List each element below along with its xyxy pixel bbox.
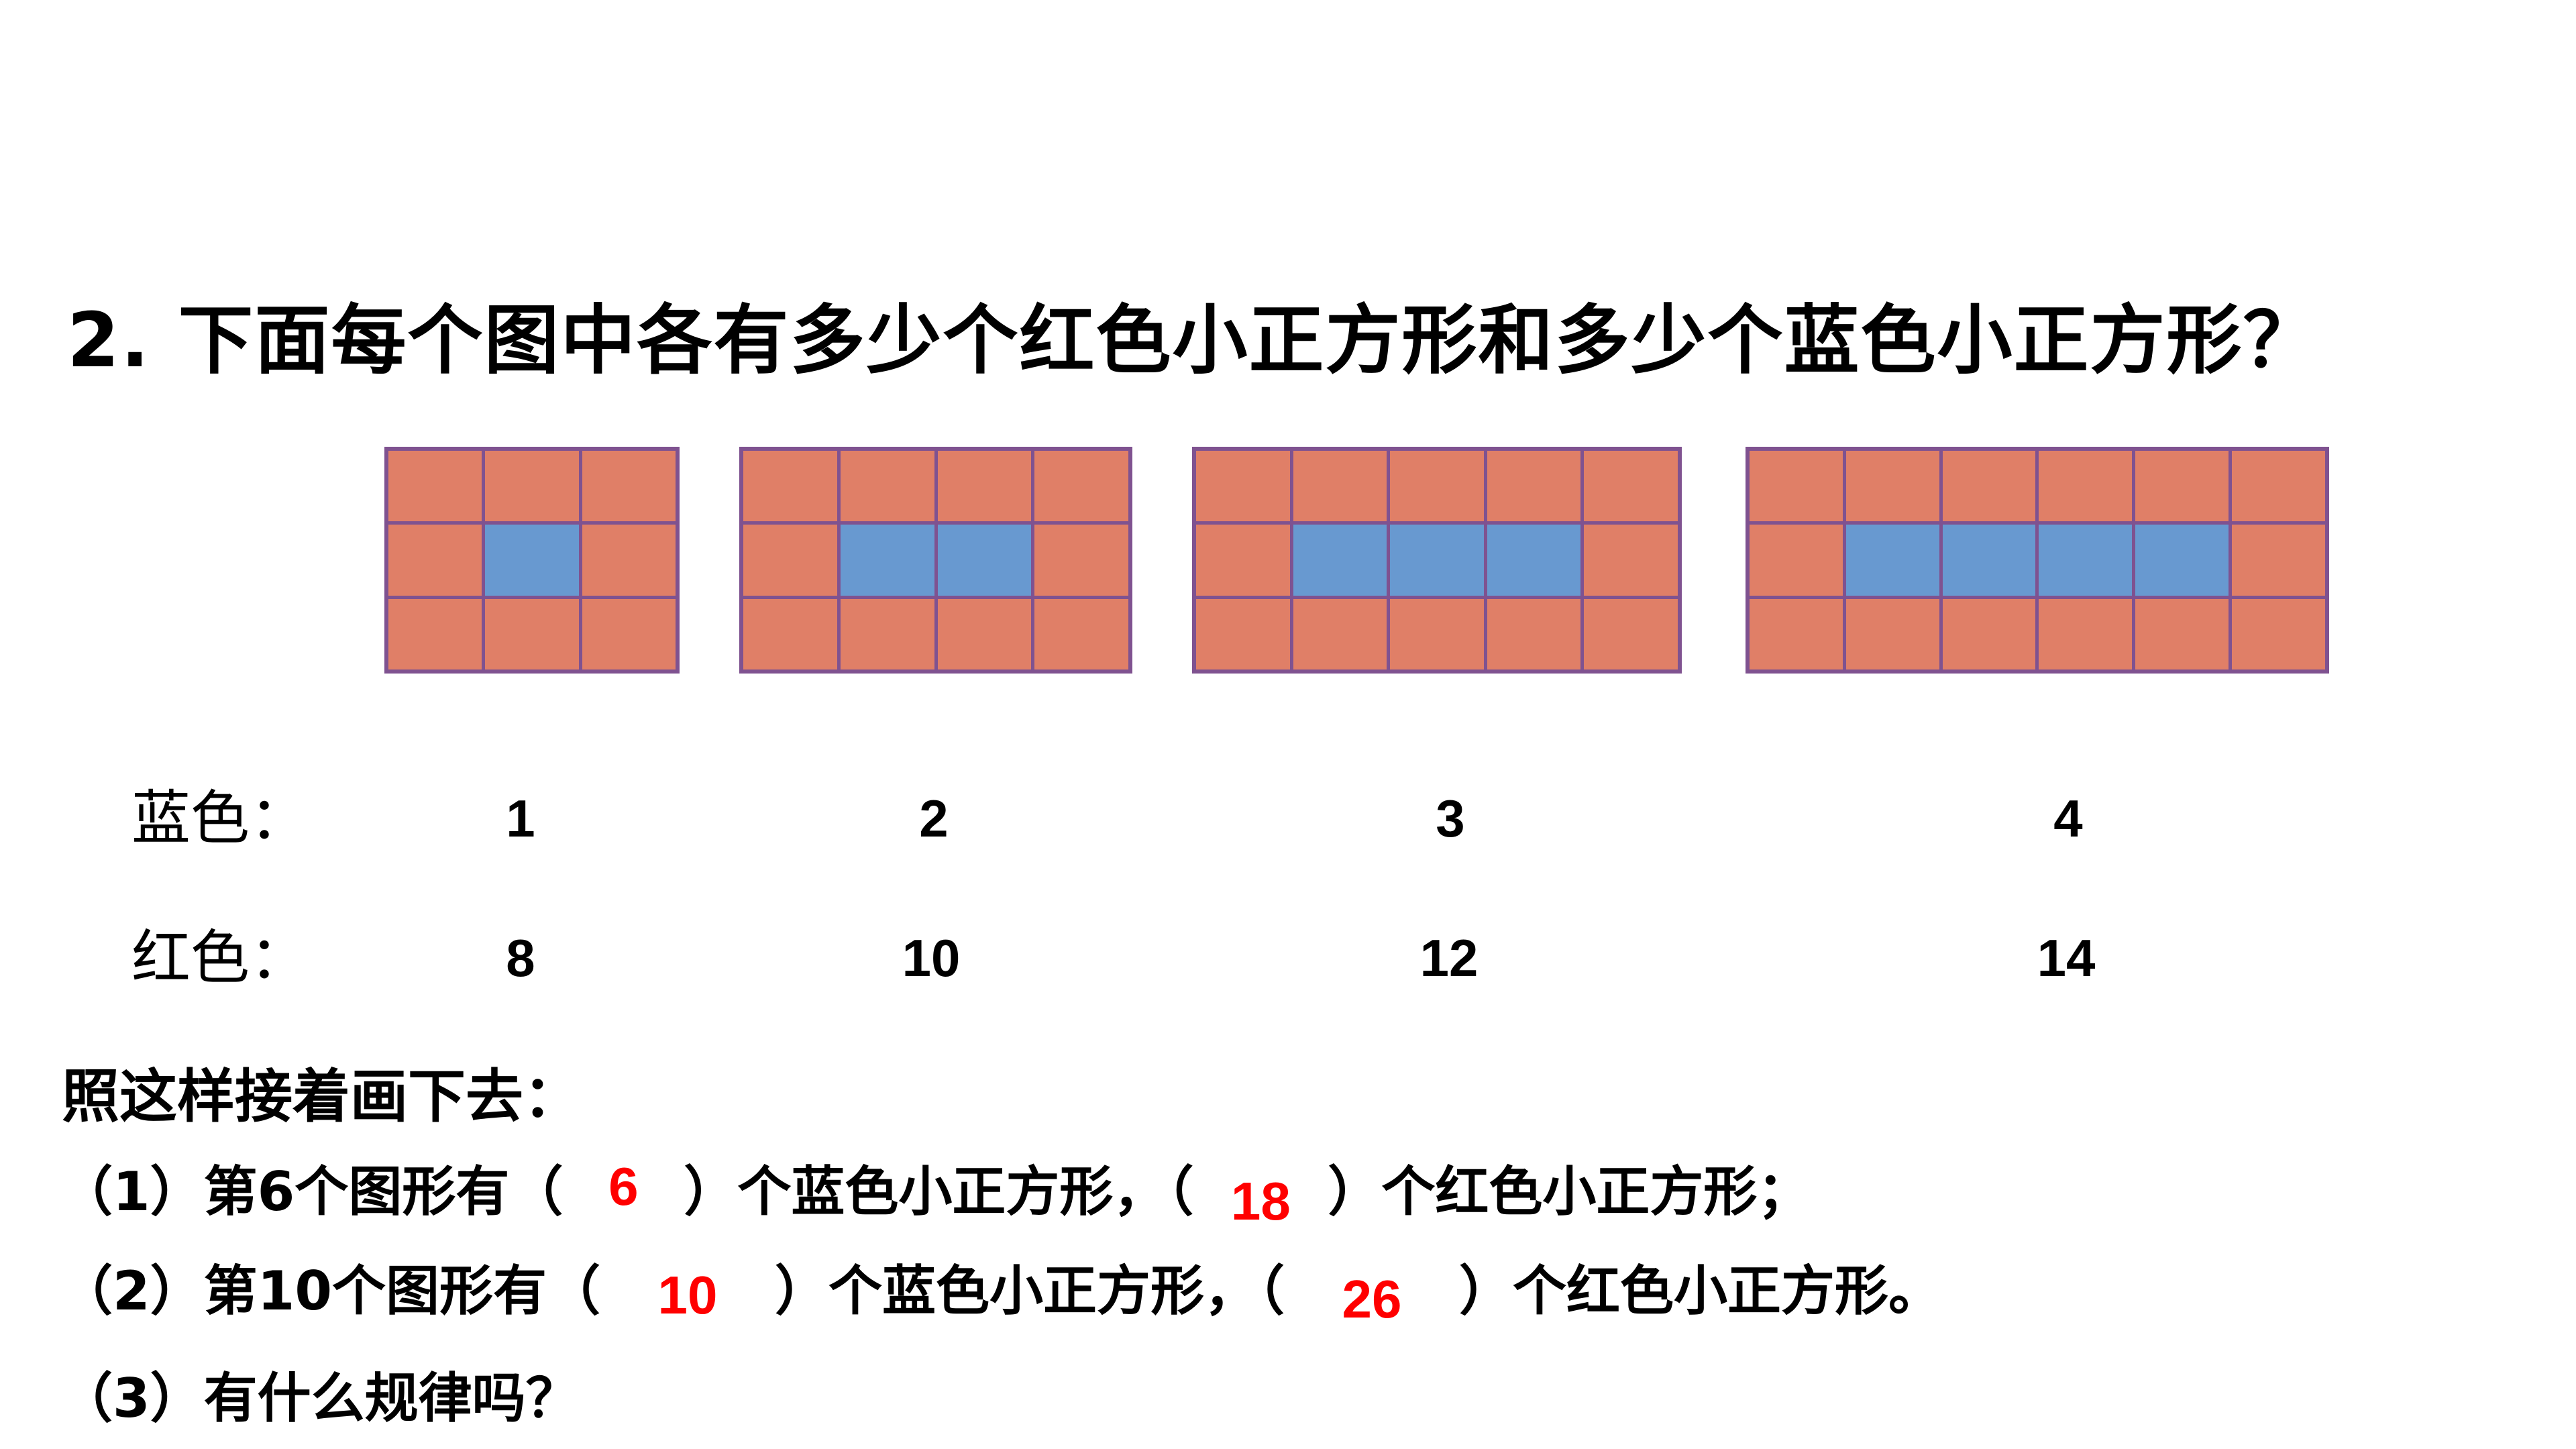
question-2-middle: ）个蓝色小正方形，（ bbox=[775, 1260, 1285, 1322]
figure-2-grid bbox=[739, 447, 1132, 674]
red-square bbox=[2039, 598, 2133, 669]
red-square bbox=[743, 525, 837, 596]
blue-square bbox=[1845, 525, 1939, 596]
red-square bbox=[1750, 598, 1843, 669]
question-2: （2）第10个图形有（ 10 ）个蓝色小正方形，（ 26 ）个红色小正方形。 bbox=[59, 1254, 1942, 1329]
red-square bbox=[1487, 598, 1581, 669]
red-square bbox=[1584, 451, 1678, 522]
red-square bbox=[937, 451, 1032, 522]
red-square bbox=[388, 451, 482, 522]
red-square bbox=[582, 525, 676, 596]
red-square bbox=[1750, 451, 1843, 522]
red-square bbox=[388, 598, 482, 669]
blue-square bbox=[937, 525, 1032, 596]
red-square bbox=[2232, 451, 2325, 522]
figure-3-grid bbox=[1192, 447, 1682, 674]
red-square bbox=[743, 451, 837, 522]
blue-square bbox=[840, 525, 934, 596]
red-square bbox=[743, 598, 837, 669]
red-count-figure-1: 8 bbox=[506, 928, 535, 987]
red-square bbox=[1293, 598, 1387, 669]
red-square bbox=[1034, 451, 1128, 522]
blue-square bbox=[2039, 525, 2133, 596]
question-1-suffix: ）个红色小正方形； bbox=[1328, 1161, 1811, 1223]
red-count-figure-2: 10 bbox=[902, 928, 961, 987]
red-square bbox=[840, 598, 934, 669]
red-square bbox=[1034, 525, 1128, 596]
red-square bbox=[2039, 451, 2133, 522]
red-square bbox=[1390, 598, 1484, 669]
red-square bbox=[1196, 525, 1290, 596]
red-square bbox=[2232, 525, 2325, 596]
question-1-answer-red: 18 bbox=[1230, 1171, 1291, 1231]
red-square bbox=[937, 598, 1032, 669]
red-square bbox=[1845, 451, 1939, 522]
red-square bbox=[582, 451, 676, 522]
red-square bbox=[840, 451, 934, 522]
question-2-suffix: ）个红色小正方形。 bbox=[1459, 1260, 1942, 1322]
red-square bbox=[1196, 451, 1290, 522]
red-square bbox=[2232, 598, 2325, 669]
question-2-answer-red: 26 bbox=[1342, 1269, 1402, 1329]
question-3: （3）有什么规律吗？ bbox=[59, 1367, 580, 1430]
question-1-middle: ）个蓝色小正方形，（ bbox=[684, 1161, 1194, 1223]
blue-square bbox=[1390, 525, 1484, 596]
blue-square bbox=[1293, 525, 1387, 596]
red-square bbox=[388, 525, 482, 596]
red-count-figure-3: 12 bbox=[1419, 928, 1479, 987]
red-square bbox=[1487, 451, 1581, 522]
red-square bbox=[1845, 598, 1939, 669]
red-count-label: 红色： bbox=[131, 923, 309, 992]
question-1: （1）第6个图形有（ 6 ）个蓝色小正方形，（ 18 ）个红色小正方形； bbox=[59, 1155, 1811, 1231]
red-square bbox=[582, 598, 676, 669]
red-square bbox=[485, 598, 579, 669]
question-1-answer-blue: 6 bbox=[608, 1157, 639, 1216]
red-square bbox=[1584, 598, 1678, 669]
blue-count-figure-4: 4 bbox=[2053, 789, 2083, 848]
instruction-text: 照这样接着画下去： bbox=[62, 1063, 581, 1130]
blue-count-figure-3: 3 bbox=[1436, 789, 1465, 848]
question-1-prefix: （1）第6个图形有（ bbox=[59, 1161, 564, 1223]
red-square bbox=[2135, 598, 2229, 669]
red-square bbox=[2135, 451, 2229, 522]
question-2-prefix: （2）第10个图形有（ bbox=[59, 1260, 600, 1322]
blue-count-figure-1: 1 bbox=[506, 789, 535, 848]
blue-square bbox=[1942, 525, 2036, 596]
red-square bbox=[1196, 598, 1290, 669]
blue-square bbox=[2135, 525, 2229, 596]
red-square bbox=[1942, 598, 2036, 669]
red-count-figure-4: 14 bbox=[2037, 928, 2096, 987]
blue-square bbox=[485, 525, 579, 596]
blue-count-figure-2: 2 bbox=[919, 789, 949, 848]
blue-square bbox=[1487, 525, 1581, 596]
problem-title: 2. 下面每个图中各有多少个红色小正方形和多少个蓝色小正方形？ bbox=[67, 297, 2320, 384]
figure-4-grid bbox=[1746, 447, 2329, 674]
red-square bbox=[1034, 598, 1128, 669]
question-2-answer-blue: 10 bbox=[657, 1265, 718, 1325]
red-square bbox=[1293, 451, 1387, 522]
red-square bbox=[1584, 525, 1678, 596]
figure-1-grid bbox=[384, 447, 680, 674]
blue-count-label: 蓝色： bbox=[131, 784, 309, 853]
red-square bbox=[1390, 451, 1484, 522]
red-square bbox=[1942, 451, 2036, 522]
red-square bbox=[1750, 525, 1843, 596]
red-square bbox=[485, 451, 579, 522]
